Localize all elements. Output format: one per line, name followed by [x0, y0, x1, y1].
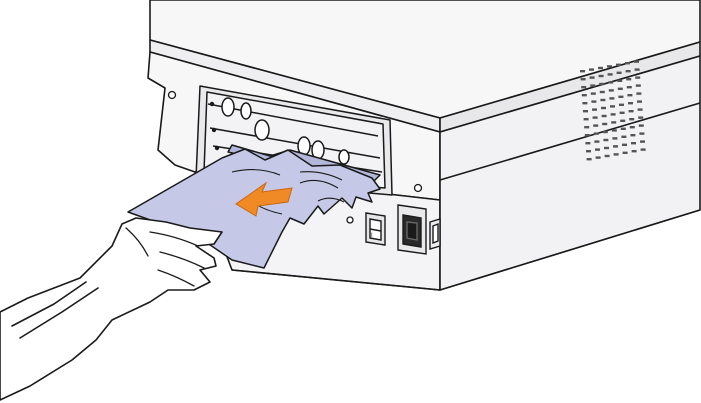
grille-slit: [598, 74, 604, 78]
grille-slit: [590, 92, 596, 95]
grille-slit: [617, 79, 623, 82]
grille-slit: [584, 126, 590, 129]
grille-slit: [599, 90, 605, 94]
grille-slit: [613, 145, 618, 148]
side-panel-line: [439, 102, 701, 181]
power-switch-icon: I: [365, 212, 386, 246]
grille-slit: [583, 118, 589, 121]
grille-slit: [628, 102, 633, 105]
grille-slit: [593, 124, 599, 127]
grille-slit: [612, 137, 618, 140]
pull-arrow-icon: [235, 181, 293, 217]
grille-slit: [599, 82, 605, 86]
grille-slit: [631, 142, 636, 145]
screws: [167, 90, 423, 224]
grille-slit: [594, 140, 600, 143]
grille-slit: [608, 89, 614, 92]
grille-slit: [616, 71, 622, 74]
grille-slit: [635, 76, 641, 79]
grille-slit: [592, 116, 598, 119]
printer-base-lines: [231, 209, 701, 291]
grille-slit: [613, 153, 619, 156]
grille-slit: [637, 100, 642, 103]
grille-slit: [619, 103, 624, 106]
sleeve-cuff: [11, 281, 87, 327]
side-clip: [429, 218, 441, 250]
grille-slit: [607, 73, 613, 76]
grille-slit: [591, 100, 597, 103]
grille-slit: [602, 130, 608, 134]
ventilation-grille: [580, 60, 646, 161]
grille-slit: [602, 122, 608, 126]
grille-slit: [629, 118, 635, 121]
grille-slit: [580, 70, 585, 73]
grille-slit: [600, 98, 606, 102]
grille-slit: [620, 127, 626, 130]
grille-slit: [621, 135, 627, 138]
svg-text:I: I: [371, 233, 373, 239]
grille-slit: [595, 156, 601, 159]
grille-slit: [589, 76, 595, 79]
grille-slit: [592, 108, 597, 111]
grille-slit: [628, 110, 634, 113]
grille-slit: [634, 60, 639, 63]
grille-slit: [622, 143, 627, 146]
power-socket-icon: [397, 204, 427, 255]
grille-slit: [616, 63, 621, 66]
grille-slit: [586, 158, 592, 161]
grille-slit: [640, 140, 645, 143]
grille-slit: [637, 108, 643, 111]
grille-slit: [585, 142, 591, 145]
grille-slit: [635, 84, 641, 87]
grille-slit: [610, 105, 615, 108]
grille-slit: [583, 110, 588, 113]
grille-slit: [638, 116, 644, 119]
grille-slit: [609, 97, 615, 100]
grille-slit: [589, 68, 594, 71]
grille-slit: [631, 150, 637, 153]
grille-slit: [619, 111, 625, 114]
grille-slit: [629, 126, 635, 129]
grille-slit: [608, 81, 614, 84]
grille-slit: [580, 78, 586, 81]
grille-slit: [601, 106, 606, 110]
grille-slit: [634, 68, 640, 71]
grille-slit: [604, 154, 610, 158]
grille-slit: [603, 138, 609, 142]
hand-outline: [0, 217, 223, 401]
grille-slit: [604, 146, 609, 150]
hand-icon: [0, 217, 223, 401]
grille-slit: [611, 129, 617, 132]
grille-slit: [622, 151, 628, 154]
grille-slit: [590, 84, 596, 87]
grille-slit: [598, 66, 603, 70]
grille-slit: [636, 92, 642, 95]
grille-slit: [620, 119, 626, 122]
grille-slit: [581, 94, 587, 97]
grille-slit: [581, 86, 587, 89]
grille-slit: [593, 132, 599, 135]
grille-slit: [586, 150, 591, 153]
grille-slit: [630, 134, 636, 137]
grille-slit: [601, 114, 607, 118]
grille-slit: [617, 87, 623, 90]
grille-slit: [640, 148, 646, 151]
grille-slit: [626, 86, 632, 89]
grille-slit: [625, 62, 630, 65]
grille-slit: [627, 94, 633, 97]
grille-slit: [626, 78, 632, 81]
grille-slit: [618, 95, 624, 98]
grille-slit: [607, 65, 612, 68]
grille-slit: [610, 113, 616, 116]
grille-slit: [611, 121, 617, 124]
grille-slit: [638, 124, 644, 127]
grille-slit: [582, 102, 588, 105]
grille-slit: [625, 70, 631, 73]
grille-slit: [584, 134, 590, 137]
grille-slit: [595, 148, 600, 151]
grille-slit: [639, 132, 645, 135]
